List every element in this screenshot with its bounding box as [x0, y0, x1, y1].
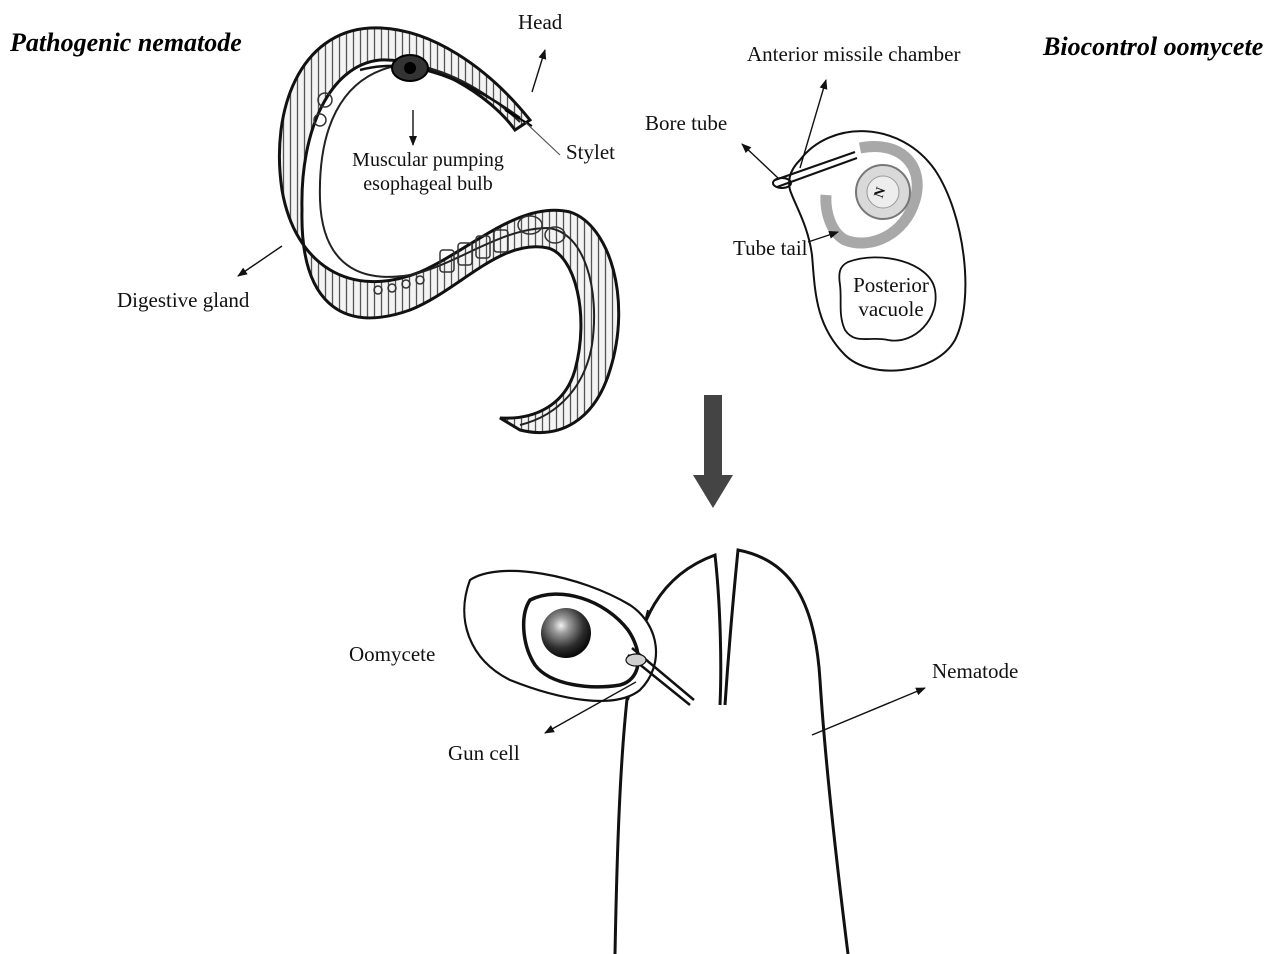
label-stylet: Stylet	[566, 140, 615, 164]
title-biocontrol-oomycete: Biocontrol oomycete	[1043, 32, 1263, 62]
label-anterior-missile-chamber: Anterior missile chamber	[747, 42, 960, 66]
attached-oomycete-cell	[464, 571, 694, 705]
label-nematode: Nematode	[932, 659, 1018, 683]
nematode-body-outline	[279, 28, 618, 433]
bore-tube-arrow	[742, 144, 778, 178]
digestive-gland-arrow	[238, 246, 282, 276]
oomycete-nucleus	[541, 608, 591, 658]
nematode-arrow	[812, 688, 925, 735]
label-digestive-gland: Digestive gland	[117, 288, 249, 312]
gun-cell-base	[626, 654, 646, 666]
label-gun-cell: Gun cell	[448, 741, 520, 765]
label-posterior-vacuole: Posterior vacuole	[848, 273, 934, 321]
nematode-head-outline	[615, 550, 848, 954]
label-posterior-vacuole-line2: vacuole	[848, 297, 934, 321]
label-esophageal-bulb-line1: Muscular pumping	[352, 148, 504, 172]
label-esophageal-bulb-line2: esophageal bulb	[352, 172, 504, 196]
label-bore-tube: Bore tube	[645, 111, 727, 135]
title-pathogenic-nematode: Pathogenic nematode	[10, 28, 242, 58]
process-arrow	[693, 395, 733, 508]
head-arrow	[532, 50, 545, 92]
label-oomycete: Oomycete	[349, 642, 435, 666]
label-tube-tail: Tube tail	[733, 236, 807, 260]
stylet-leader	[525, 122, 560, 155]
label-posterior-vacuole-line1: Posterior	[848, 273, 934, 297]
bulb-center	[404, 62, 416, 74]
label-esophageal-bulb: Muscular pumping esophageal bulb	[352, 148, 504, 196]
pathogenic-nematode-illustration	[279, 28, 618, 433]
label-head: Head	[518, 10, 562, 34]
